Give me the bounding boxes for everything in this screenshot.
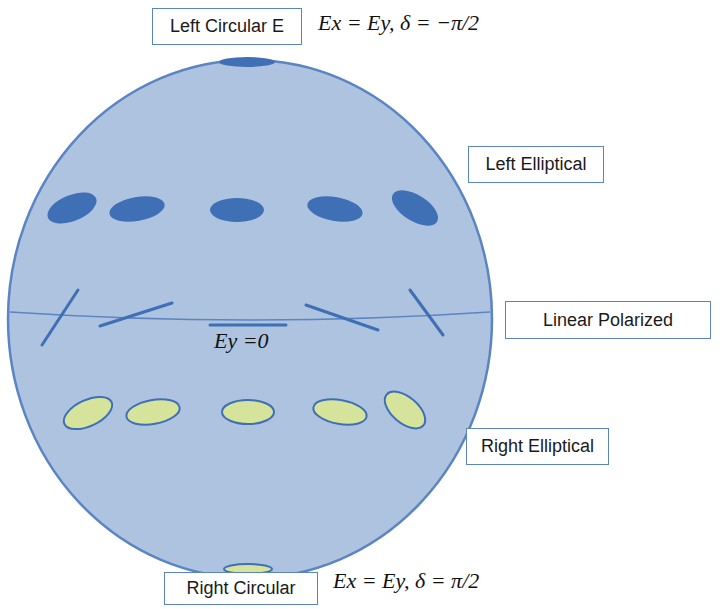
polarization-formula: Ex = Ey, δ = −π/2 <box>318 10 479 36</box>
label-box: Left Elliptical <box>468 146 604 183</box>
label-box: Right Circular <box>164 572 318 605</box>
box-text: Right Elliptical <box>481 436 594 457</box>
box-text: Right Circular <box>186 578 295 599</box>
label-box: Linear Polarized <box>505 301 711 339</box>
sphere <box>8 60 492 578</box>
equator <box>10 312 490 320</box>
box-text: Left Circular E <box>170 16 284 37</box>
label-box: Right Elliptical <box>466 428 609 465</box>
box-text: Linear Polarized <box>543 310 673 331</box>
right-ellipses <box>59 385 432 574</box>
box-text: Left Elliptical <box>485 154 586 175</box>
label-box: Left Circular E <box>152 8 302 45</box>
axis-label: Ey =0 <box>214 328 269 354</box>
polarization-formula: Ex = Ey, δ = π/2 <box>333 568 479 594</box>
left-ellipses <box>43 57 444 233</box>
